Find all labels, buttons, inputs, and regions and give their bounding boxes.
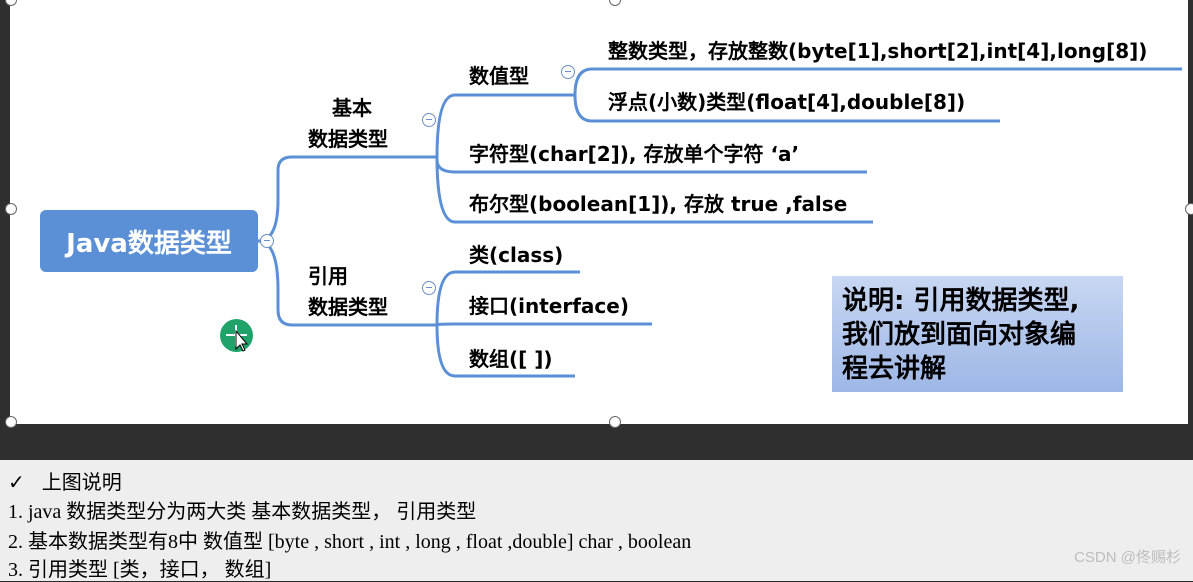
boolean-node: 布尔型(boolean[1]), 存放 true ,false <box>469 192 848 216</box>
resize-handle[interactable] <box>5 416 17 428</box>
note-line1: 说明: 引用数据类型, <box>842 286 1080 316</box>
char-node: 字符型(char[2]), 存放单个字符 ‘a’ <box>469 142 800 166</box>
resize-handle[interactable] <box>5 203 17 215</box>
explanation-header-text: 上图说明 <box>41 472 122 494</box>
resize-handle[interactable] <box>1185 203 1193 215</box>
explanation-line-2: 2. 基本数据类型有8中 数值型 [byte , short , int , l… <box>8 531 692 553</box>
collapse-icon[interactable] <box>260 234 274 248</box>
explanation-line-1: 1. java 数据类型分为两大类 基本数据类型， 引用类型 <box>8 501 477 523</box>
check-icon: ✓ <box>8 472 25 494</box>
collapse-icon[interactable] <box>422 113 436 127</box>
interface-node: 接口(interface) <box>469 294 629 318</box>
root-node: Java数据类型 <box>40 210 258 272</box>
explanation-panel: ✓ 上图说明 1. java 数据类型分为两大类 基本数据类型， 引用类型 2.… <box>0 460 1193 581</box>
explanation-line-3: 3. 引用类型 [类，接口， 数组] <box>8 559 272 581</box>
primitive-label-line1: 基本 <box>332 96 372 120</box>
note-line3: 程去讲解 <box>842 354 947 384</box>
collapse-icon[interactable] <box>422 281 436 295</box>
primitive-label-line2: 数据类型 <box>308 127 388 151</box>
resize-handle[interactable] <box>609 416 621 428</box>
note-box: 说明: 引用数据类型, 我们放到面向对象编 程去讲解 <box>832 276 1123 392</box>
reference-label-line2: 数据类型 <box>308 295 388 319</box>
float-node: 浮点(小数)类型(float[4],double[8]) <box>608 90 966 114</box>
array-node: 数组([ ]) <box>469 347 553 371</box>
collapse-icon[interactable] <box>561 65 575 79</box>
note-line2: 我们放到面向对象编 <box>842 320 1077 350</box>
watermark: CSDN @佟赐杉 <box>1074 549 1181 566</box>
numeric-node: 数值型 <box>469 64 529 88</box>
reference-label-line1: 引用 <box>308 264 348 288</box>
move-cursor-icon <box>220 319 253 352</box>
integer-node: 整数类型，存放整数(byte[1],short[2],int[4],long[8… <box>608 39 1148 63</box>
class-node: 类(class) <box>469 243 564 267</box>
explanation-header: ✓ 上图说明 <box>8 466 122 495</box>
